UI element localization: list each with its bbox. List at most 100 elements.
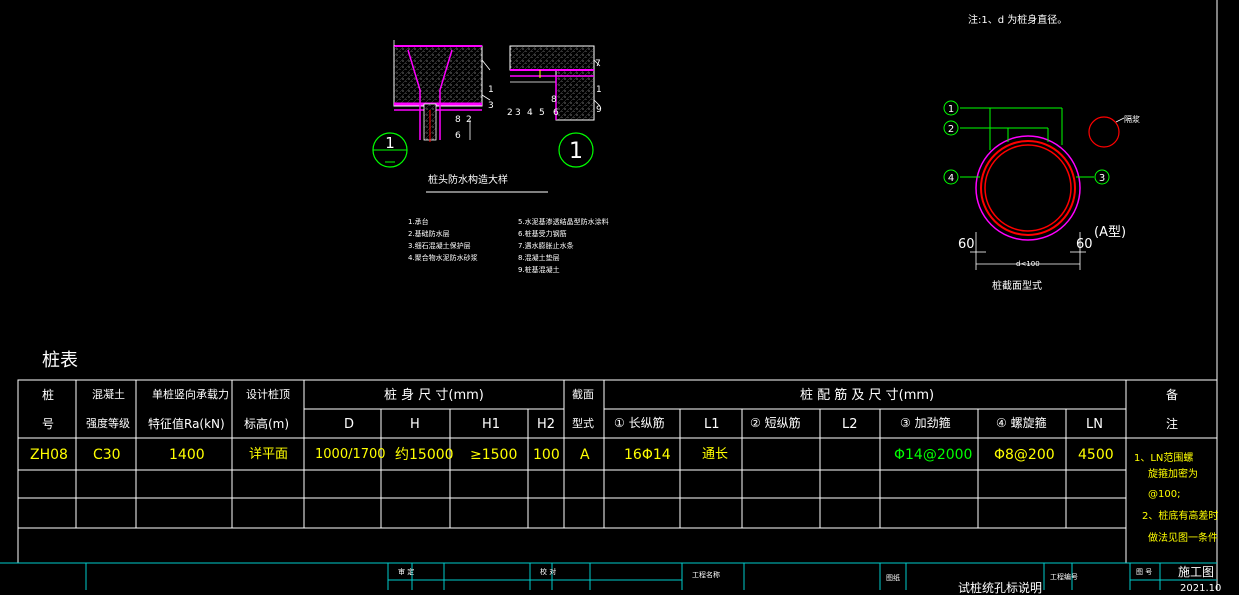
detail-left-num-2: 2 [466, 115, 472, 125]
cell-ln: 4500 [1078, 447, 1114, 463]
detail-right-num-9: 9 [596, 105, 602, 115]
header-top-elev-2: 标高(m) [244, 417, 290, 431]
title-block-grid [0, 562, 1217, 590]
header-remark-1: 备 [1166, 388, 1179, 402]
ring-marker-3 [1094, 169, 1110, 185]
header-remark-2: 注 [1166, 417, 1179, 431]
ring-marker-2-label: 2 [948, 124, 954, 135]
table-title: 桩表 [42, 350, 78, 371]
ring-marker-1-label: 1 [948, 104, 954, 115]
detail-left-num-1: 1 [488, 85, 494, 95]
legend-item: 8.混凝土垫层 [518, 254, 560, 262]
detail-marker-left [372, 132, 408, 168]
type-a-label: (A型) [1094, 225, 1126, 240]
cell-spiral-hoop: Φ8@200 [994, 447, 1055, 463]
detail-title: 桩头防水构造大样 [428, 175, 508, 186]
remark-line: @100; [1148, 489, 1181, 500]
pile-table-grid [17, 379, 1218, 564]
dim-60-left: 60 [958, 237, 975, 252]
tb-date: 2021.10 [1180, 583, 1222, 594]
detail-marker-left-label: 1 [385, 134, 395, 152]
tb-drawing: 图纸 [886, 574, 900, 582]
detail-right-num-2: 2 [507, 108, 513, 118]
tb-construction: 施工图 [1178, 565, 1215, 579]
tb-drawing-no: 图 号 [1136, 568, 1153, 576]
detail-right-num-6: 6 [553, 108, 559, 118]
detail-right-num-8: 8 [551, 95, 557, 105]
detail-left [393, 40, 491, 142]
header-section-1: 截面 [572, 388, 594, 401]
ring-marker-3-label: 3 [1099, 173, 1105, 184]
cell-long-bar: 16Φ14 [624, 447, 671, 463]
tb-check: 校 对 [540, 568, 557, 576]
tb-approve: 审 定 [398, 568, 415, 576]
cell-stiff-hoop: Φ14@2000 [894, 447, 973, 463]
detail-right-num-4: 4 [527, 108, 533, 118]
pile-section [960, 107, 1094, 270]
ring-marker-4-label: 4 [948, 173, 954, 184]
ring-marker-2 [943, 120, 959, 136]
ring-marker-4 [943, 169, 959, 185]
remark-line: 1、LN范围螺 [1134, 453, 1194, 464]
header-capacity-2: 特征值Ra(kN) [148, 417, 225, 431]
header-col-l1: L1 [704, 417, 720, 432]
header-top-elev-1: 设计桩顶 [246, 388, 290, 401]
header-col-spiral-hoop: ④ 螺旋箍 [996, 416, 1047, 430]
header-col-stiff-hoop: ③ 加劲箍 [900, 416, 951, 430]
cell-section-type: A [580, 447, 590, 463]
header-col-l2: L2 [842, 417, 858, 432]
header-col-h2: H2 [537, 417, 556, 432]
section-title: 桩截面型式 [992, 281, 1042, 292]
detail-left-num-8: 8 [455, 115, 461, 125]
legend-item: 1.承台 [408, 218, 429, 226]
header-section-2: 型式 [572, 417, 594, 430]
detail-right-num-5: 5 [539, 108, 545, 118]
tb-drawing-name: 试桩统孔标说明 [958, 581, 1043, 595]
general-note: 注:1、d 为桩身直径。 [968, 15, 1068, 26]
header-col-d: D [344, 417, 355, 432]
detail-left-num-3: 3 [488, 101, 494, 111]
cell-h2: 100 [533, 447, 560, 463]
legend-item: 9.桩基混凝土 [518, 266, 560, 274]
header-rebar: 桩 配 筋 及 尺 寸(mm) [800, 388, 935, 403]
ring-marker-1 [943, 100, 959, 116]
remark-line: 2、桩底有高差时 [1142, 511, 1219, 522]
legend-item: 6.桩基受力钢筋 [518, 230, 567, 238]
header-col-h1: H1 [482, 417, 501, 432]
tb-project-no: 工程编号 [1050, 573, 1078, 581]
cell-pile-no: ZH08 [30, 447, 68, 463]
cell-l1: 通长 [702, 447, 729, 462]
detail-right-num-3: 3 [515, 108, 521, 118]
header-col-long-bar: ① 长纵筋 [614, 416, 665, 430]
detail-right-num-7: 7 [595, 59, 601, 69]
detail-marker-right-label: 1 [569, 139, 583, 164]
cell-h: 约15000 [395, 447, 454, 463]
tb-project: 工程名称 [692, 571, 720, 579]
detail-right [509, 45, 601, 121]
header-col-h: H [410, 417, 420, 432]
detail-legend-right: 5.水泥基渗透结晶型防水涂料 6.桩基受力钢筋 7.遇水膨胀止水条 8.混凝土垫… [518, 216, 609, 276]
remark-line: 做法见图一条件 [1148, 533, 1218, 544]
detail-left-num-6: 6 [455, 131, 461, 141]
dim-60-right: 60 [1076, 237, 1093, 252]
header-body-size: 桩 身 尺 寸(mm) [384, 388, 484, 403]
header-capacity-1: 单桩竖向承载力 [152, 388, 229, 401]
cell-top-elev: 详平面 [249, 447, 289, 462]
legend-item: 3.细石混凝土保护层 [408, 242, 471, 250]
detail-right-num-1: 1 [596, 85, 602, 95]
header-col-short-bar: ② 短纵筋 [750, 416, 801, 430]
header-concrete-1: 混凝土 [92, 388, 125, 401]
concrete-symbol [1088, 116, 1120, 148]
header-pile-no-2: 号 [42, 417, 55, 431]
concrete-label: 隔浆 [1124, 114, 1140, 124]
remarks: 1、LN范围螺 旋箍加密为 @100; 2、桩底有高差时 做法见图一条件 [1134, 448, 1218, 550]
d-label: d<100 [1016, 260, 1040, 268]
cell-d: 1000/1700 [315, 447, 386, 462]
remark-line: 旋箍加密为 [1148, 469, 1198, 480]
detail-marker-right [558, 132, 594, 168]
cell-concrete: C30 [93, 447, 121, 463]
header-concrete-2: 强度等级 [86, 417, 130, 430]
header-pile-no-1: 桩 [42, 388, 55, 402]
detail-legend-left: 1.承台 2.基础防水层 3.细石混凝土保护层 4.聚合物水泥防水砂浆 [408, 216, 478, 264]
